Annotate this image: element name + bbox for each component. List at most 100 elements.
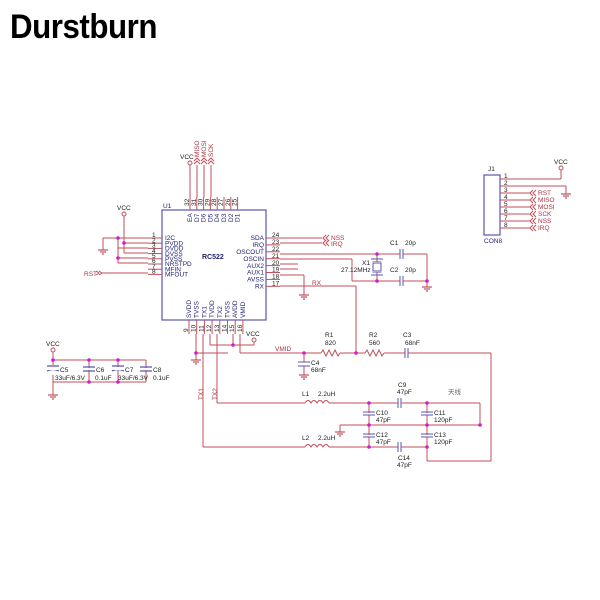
ground-icon (335, 431, 345, 437)
ic-pin-name: IRQ (252, 242, 264, 249)
ic-pin-name: EA (187, 213, 194, 222)
vcc-label: VCC (117, 205, 131, 212)
ic-part: RC522 (202, 254, 224, 261)
ic-pin-name: AVDD (232, 300, 239, 318)
offpage-arrow-icon (200, 157, 208, 165)
ic-pin-number: 6 (152, 258, 156, 265)
ic-pin-number: 22 (272, 246, 280, 253)
ic-ref: U1 (163, 203, 172, 210)
ic-pin-number: 3 (152, 243, 156, 250)
r2-ref: R2 (369, 332, 378, 339)
ic-pin-name: OSCIN (243, 256, 264, 263)
c6-ref: C6 (96, 367, 105, 374)
ground-icon (299, 294, 309, 300)
ic-pin-number: 15 (229, 324, 236, 332)
ic-right-pins: 24SDA23IRQ22OSCOUT21OSCIN20AUX219AUX118A… (236, 232, 280, 291)
offpage-arrow-icon (207, 157, 215, 165)
vcc-label: VCC (46, 341, 60, 348)
ic-pin-name: D3 (221, 213, 228, 222)
c4-value: 68nF (311, 367, 326, 374)
left-vcc-symbol: VCC (117, 205, 131, 217)
ic-pin-number: 7 (152, 263, 156, 270)
ic-pin-name: SVDD (186, 300, 193, 318)
offpage-arrow-icon (193, 157, 201, 165)
ic-pin-number: 21 (272, 253, 280, 260)
ground-icon (561, 193, 571, 199)
crystal-value: 27.12MHz (341, 267, 371, 274)
ic-body (161, 209, 267, 321)
connector-net-label: SCK (538, 211, 552, 218)
ground-icon (191, 359, 201, 365)
ic-pin-name: RX (255, 284, 265, 291)
rst-net-label: RST (84, 271, 97, 278)
crystal-ref: X1 (362, 260, 370, 267)
inductor-l1 (304, 400, 330, 404)
offpage-arrow-icon (529, 210, 537, 218)
ic-bottom-pins: 9SVDD10TVSS11TX112TVDD13TX214TVSS15AVDD1… (183, 300, 247, 334)
offpage-arrow-icon (529, 196, 537, 204)
ic-pin-number: 11 (198, 325, 205, 332)
ic-pin-name: VMID (240, 301, 247, 318)
ic-pin-number: 24 (272, 232, 280, 239)
connector-net-label: RST (538, 190, 551, 197)
connector-pin-number: 7 (504, 215, 508, 222)
c7-value: 33uF/6.3V (118, 375, 149, 382)
ic-pin-number: 10 (191, 324, 198, 332)
ic-pin-name: NRSTPD (165, 261, 192, 268)
offpage-arrow-icon (529, 203, 537, 211)
ic-pin-number: 13 (214, 324, 221, 332)
connector-ref: J1 (488, 166, 495, 173)
connector-pin-number: 1 (504, 173, 508, 180)
ic-pin-number: 20 (272, 260, 280, 267)
ground-icon (422, 286, 432, 292)
ic-pin-number: 16 (237, 324, 244, 332)
ic-pin-number: 8 (152, 269, 156, 276)
c4-ref: C4 (311, 360, 320, 367)
ic-pin-number: 17 (272, 281, 280, 288)
ic-pin-name: SDA (251, 235, 265, 242)
ic-pin-number: 23 (272, 239, 280, 246)
connector-pin-number: 5 (504, 201, 508, 208)
ic-pin-number: 1 (152, 232, 156, 239)
ic-pin-number: 26 (225, 198, 232, 206)
c7-ref: C7 (125, 367, 134, 374)
ic-pin-name: MFIN (165, 266, 181, 273)
resistor-r1 (320, 348, 341, 358)
ic-pin-name: TX1 (201, 306, 208, 318)
ic-pin-name: I2C (165, 235, 175, 242)
c3-value: 68nF (405, 340, 420, 347)
net-label: SCK (208, 143, 215, 157)
ic-pin-name: D1 (235, 213, 242, 222)
ic-pin-number: 30 (198, 198, 205, 206)
ic-pin-name: DVDD (165, 246, 184, 253)
net-label: MOSI (201, 140, 208, 157)
rx-net-label: RX (312, 280, 322, 287)
ic-pin-name: PVDD (165, 240, 183, 247)
offpage-arrow-icon (322, 234, 330, 242)
c8-ref: C8 (153, 367, 162, 374)
ic-pin-name: D2 (228, 213, 235, 222)
l1-ref: L1 (302, 391, 310, 398)
inductor-l2 (304, 444, 330, 448)
connector-net-label: MOSI (538, 204, 555, 211)
vmid-net-label: VMID (275, 346, 292, 353)
c8-value: 0.1uF (153, 375, 170, 382)
ic-pin-number: 27 (218, 198, 225, 206)
ic-pin-number: 19 (272, 267, 280, 274)
r1-value: 820 (325, 340, 336, 347)
brand-title: Durstburn (10, 8, 158, 46)
resistor-r2 (364, 348, 385, 358)
ic-pin-name: D6 (201, 213, 208, 222)
ic-pin-name: MFOUT (165, 272, 188, 279)
ic-pin-number: 29 (204, 198, 211, 206)
ic-pin-number: 28 (211, 198, 218, 206)
connector-pin-number: 2 (504, 180, 508, 187)
c13-value: 120pF (434, 439, 452, 446)
ic-pin-number: 31 (191, 198, 198, 206)
connector-pin-number: 6 (504, 208, 508, 215)
